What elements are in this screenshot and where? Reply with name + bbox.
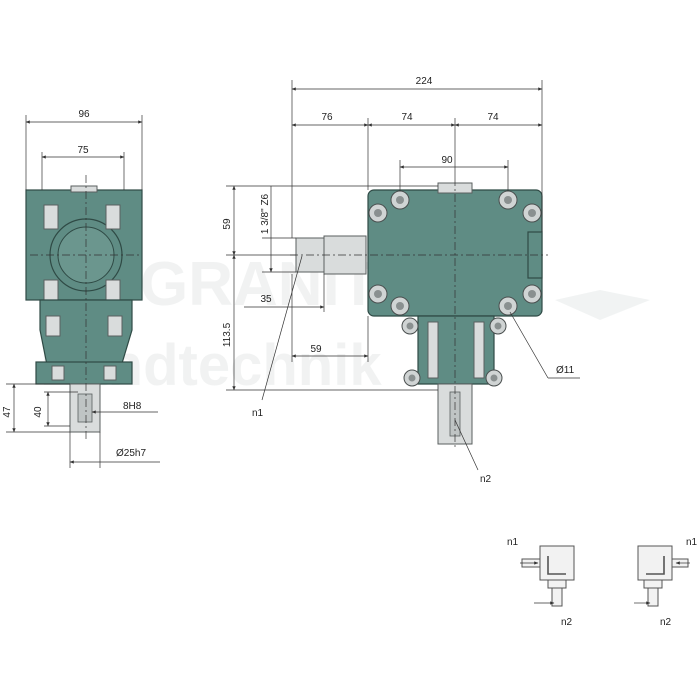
dim-front-seg-left: 76 [321,112,333,123]
dim-side-width-flange: 75 [77,145,89,156]
label-front-output: n2 [480,474,492,485]
side-top-boss [70,185,98,193]
rotation-icon-left: n1 n2 [507,537,575,628]
rotation-right-input-label: n1 [686,537,698,548]
dim-front-width-total: 224 [416,76,433,87]
rotation-right-output-label: n2 [660,617,672,628]
side-bolt [105,204,121,230]
rotation-left-output-label: n2 [561,617,573,628]
dim-side-shaft-length-key: 40 [33,406,44,418]
side-bolt [43,204,59,230]
dim-front-height-upper: 59 [222,218,233,230]
dim-front-input-b: 59 [310,344,322,355]
dim-front-seg-right: 74 [487,112,499,123]
watermark-mark-icon [555,290,650,320]
dim-side-width-overall: 96 [78,109,90,120]
side-flange [35,361,133,385]
dim-front-spline: 1 3/8" Z6 [260,193,271,234]
dim-front-bolt-spacing: 90 [441,155,453,166]
rotation-left-input-label: n1 [507,537,519,548]
dim-front-seg-mid: 74 [401,112,413,123]
side-bolt [51,365,65,381]
side-bolt [107,315,123,337]
front-bolts [368,190,542,387]
dim-side-key-fit: 8H8 [123,401,142,412]
front-view: 224 76 74 74 90 59 113.5 1 3/8" Z6 35 [222,76,580,485]
side-shaft-key [77,393,93,423]
dim-front-height-lower: 113.5 [222,322,233,347]
rotation-icon-right: n1 n2 [634,537,698,628]
front-rib [427,321,439,379]
dim-side-shaft-length-total: 47 [2,406,13,418]
dim-front-hole-diameter: Ø11 [556,365,575,376]
side-view: 96 75 47 40 8H8 Ø25h7 [2,109,160,468]
dim-front-input-a: 35 [260,294,272,305]
side-bolt [45,315,61,337]
label-front-input: n1 [252,408,264,419]
front-rib [473,321,485,379]
side-bolt [103,365,117,381]
dim-side-shaft-diameter: Ø25h7 [116,448,146,459]
